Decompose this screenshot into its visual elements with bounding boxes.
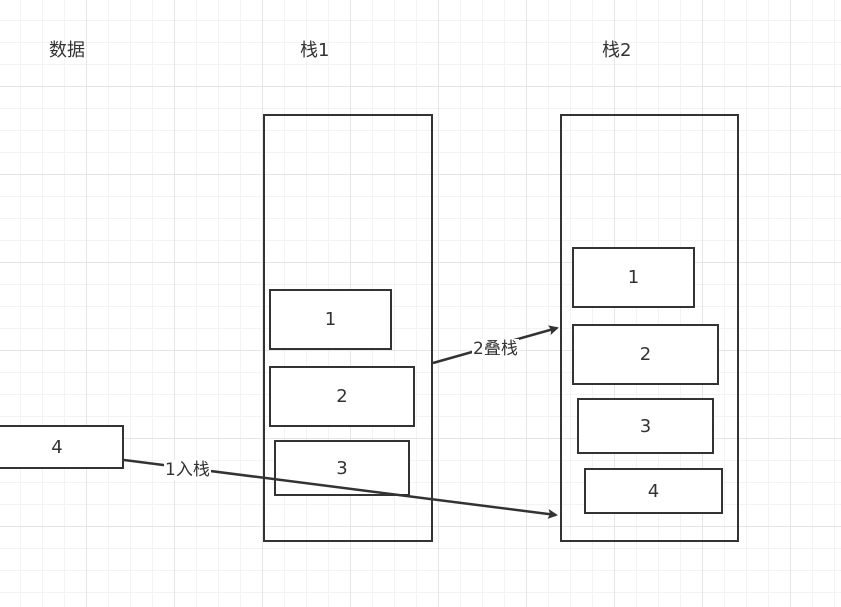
transfer-edge-label: 2叠栈 — [472, 339, 519, 359]
stack2-item[interactable]: 3 — [577, 398, 714, 454]
stack2-item[interactable]: 1 — [572, 247, 695, 308]
stack2-container[interactable] — [560, 114, 739, 542]
push-edge-label: 1入栈 — [164, 460, 211, 480]
stack1-container[interactable] — [263, 114, 433, 542]
data-column-label: 数据 — [49, 40, 85, 61]
stack2-item[interactable]: 2 — [572, 324, 719, 385]
stack1-item[interactable]: 1 — [269, 289, 392, 350]
stack1-label: 栈1 — [300, 40, 330, 61]
data-item[interactable]: 4 — [0, 425, 124, 469]
stack1-item[interactable]: 2 — [269, 366, 415, 427]
stack2-label: 栈2 — [602, 40, 632, 61]
stack2-item[interactable]: 4 — [584, 468, 723, 514]
